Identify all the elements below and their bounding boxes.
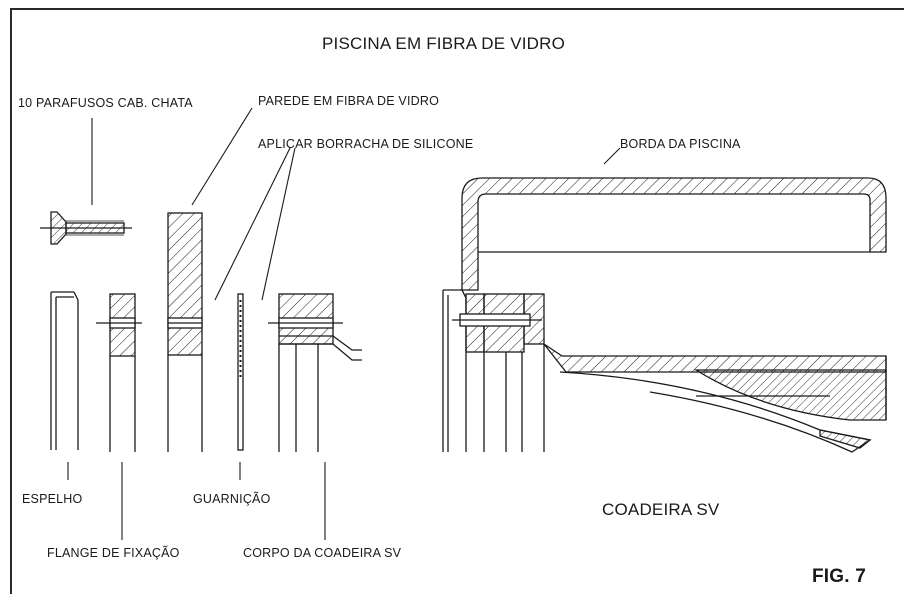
label-assembly: COADEIRA SV	[602, 500, 720, 519]
fiberglass-wall	[167, 212, 203, 452]
label-fiberglass-wall: PAREDE EM FIBRA DE VIDRO	[258, 94, 439, 108]
leader-lines	[67, 107, 621, 540]
mirror-plate	[50, 291, 79, 450]
assembled-skimmer	[442, 177, 887, 453]
gasket	[237, 293, 244, 451]
label-skimmer-body: CORPO DA COADEIRA SV	[243, 546, 402, 560]
fixing-flange	[96, 293, 142, 452]
label-gasket: GUARNIÇÃO	[193, 492, 271, 506]
skimmer-body	[268, 293, 362, 452]
label-fixing-flange: FLANGE DE FIXAÇÃO	[47, 546, 180, 560]
drawing-title: PISCINA EM FIBRA DE VIDRO	[322, 34, 566, 53]
figure-number: FIG. 7	[812, 566, 866, 587]
screw	[40, 211, 132, 245]
drawing-frame	[10, 8, 904, 594]
label-mirror: ESPELHO	[22, 492, 83, 506]
label-pool-edge: BORDA DA PISCINA	[620, 137, 741, 151]
label-apply-silicone: APLICAR BORRACHA DE SILICONE	[258, 137, 474, 151]
label-screws: 10 PARAFUSOS CAB. CHATA	[18, 96, 193, 110]
